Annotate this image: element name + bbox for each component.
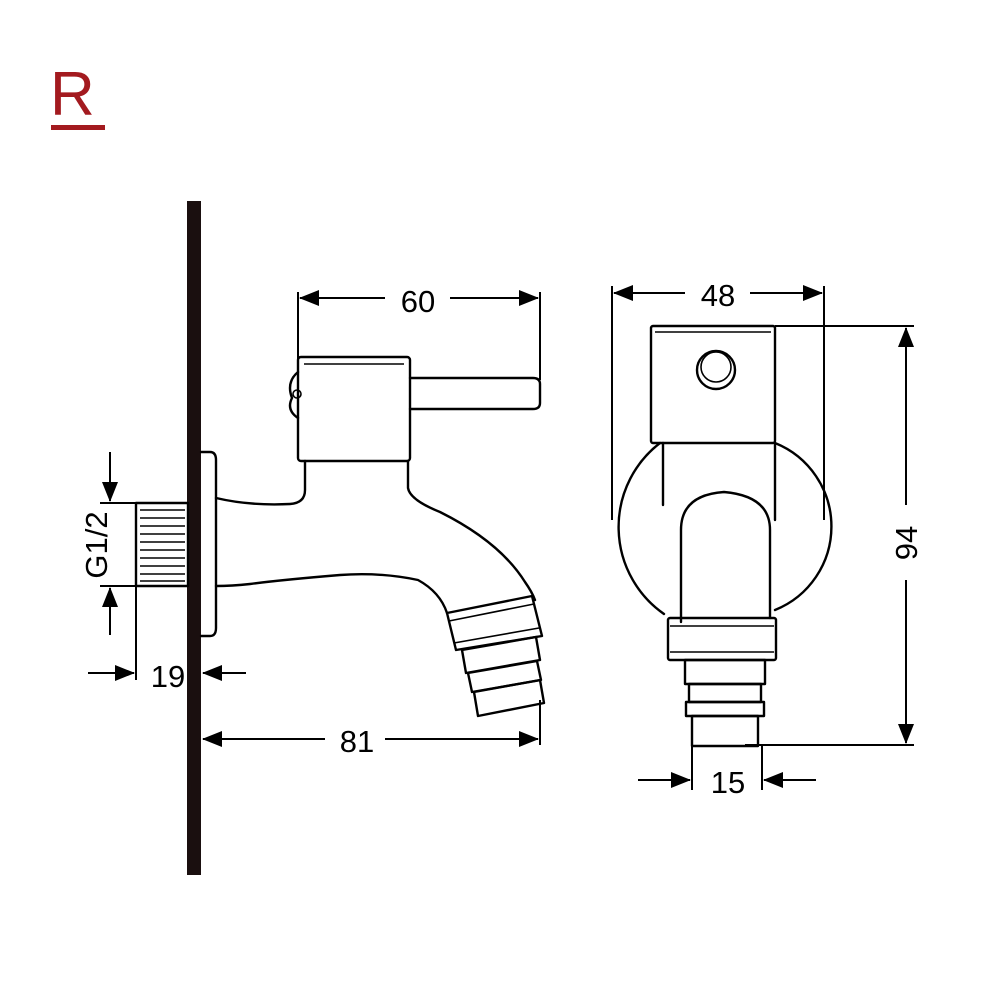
wall-flange — [199, 450, 218, 638]
dimension-label-thread: G1/2 — [79, 511, 114, 578]
front-flange — [617, 441, 833, 616]
dimension-label-thread-length: 19 — [151, 659, 185, 694]
front-neck — [661, 441, 777, 624]
front-head — [649, 324, 777, 445]
logo-letter: R — [50, 60, 95, 129]
front-outlet-nut — [666, 616, 778, 662]
dimension-label-spout-reach: 81 — [340, 724, 374, 759]
side-view-faucet — [134, 355, 546, 718]
dimension-label-total-height: 94 — [889, 526, 924, 560]
front-view-faucet — [617, 324, 833, 748]
dimension-label-lever-length: 60 — [401, 284, 435, 319]
dimension-lever-length: 60 — [297, 284, 541, 380]
dimension-outlet-diameter: 15 — [638, 746, 816, 800]
threaded-connector — [134, 501, 190, 588]
spout-body — [214, 459, 537, 615]
front-nozzle — [683, 658, 767, 748]
outlet-nut — [445, 594, 544, 652]
dimension-body-width: 48 — [611, 278, 825, 520]
dimension-label-outlet-diameter: 15 — [711, 765, 745, 800]
dimension-spout-reach: 81 — [202, 700, 541, 759]
wall-section — [187, 201, 201, 875]
hose-nozzle — [460, 635, 546, 718]
dimension-total-height: 94 — [745, 325, 924, 746]
logo-underline — [51, 125, 105, 130]
lever-handle — [408, 376, 542, 411]
valve-cylinder — [288, 355, 412, 463]
dimension-label-body-width: 48 — [701, 278, 735, 313]
brand-logo: R — [50, 60, 105, 130]
dimension-thread: G1/2 — [79, 452, 138, 635]
dimension-thread-length: 19 — [88, 586, 246, 694]
